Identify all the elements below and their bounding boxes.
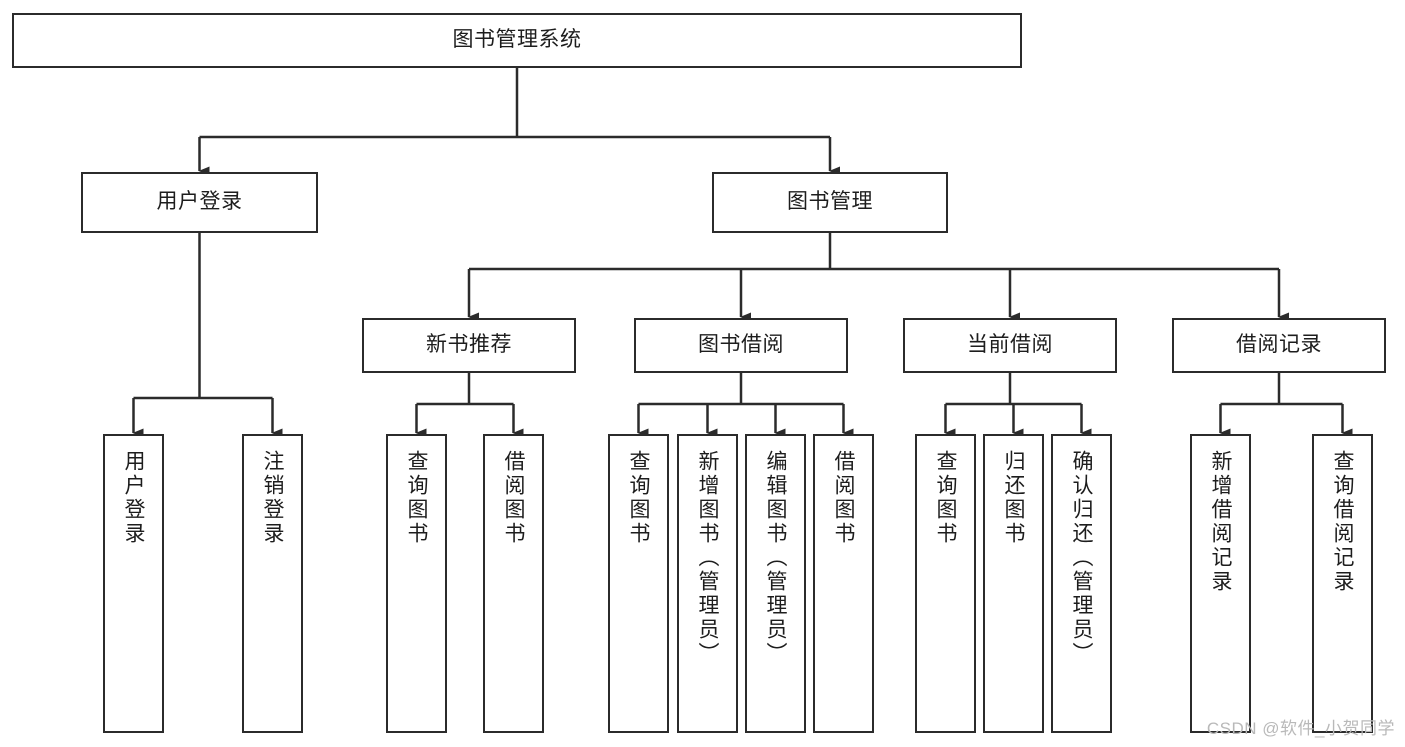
node-login-1[interactable]: 用户登录 (103, 434, 164, 733)
node-label: 图书管理 (787, 190, 873, 214)
node-label: 用户登录 (156, 190, 243, 214)
node-label: 借阅图书 (832, 450, 855, 546)
node-label: 查询图书 (627, 450, 650, 546)
node-label: 编辑图书（管理员） (764, 450, 787, 666)
node-borrow-1[interactable]: 查询图书 (608, 434, 669, 733)
node-label: 新增图书（管理员） (696, 450, 719, 666)
node-label: 新增借阅记录 (1209, 450, 1232, 594)
node-current-1[interactable]: 查询图书 (915, 434, 976, 733)
node-label: 当前借阅 (967, 333, 1053, 357)
node-current-2[interactable]: 归还图书 (983, 434, 1044, 733)
node-label: 借阅图书 (502, 450, 525, 546)
node-label: 借阅记录 (1236, 333, 1322, 357)
node-records-1[interactable]: 新增借阅记录 (1190, 434, 1251, 733)
node-label: 查询图书 (934, 450, 957, 546)
connector-paths (132, 68, 1353, 438)
node-login[interactable]: 用户登录 (81, 172, 318, 233)
node-login-2[interactable]: 注销登录 (242, 434, 303, 733)
node-newbook[interactable]: 新书推荐 (362, 318, 576, 373)
node-label: 确认归还（管理员） (1070, 450, 1093, 666)
node-label: 归还图书 (1002, 450, 1025, 546)
node-label: 查询图书 (405, 450, 428, 546)
node-records[interactable]: 借阅记录 (1172, 318, 1386, 373)
watermark: CSDN @软件_小贺同学 (1206, 719, 1395, 738)
node-root[interactable]: 图书管理系统 (12, 13, 1022, 68)
node-label: 查询借阅记录 (1331, 450, 1354, 594)
node-borrow-3[interactable]: 编辑图书（管理员） (745, 434, 806, 733)
node-label: 用户登录 (122, 450, 145, 546)
node-label: 图书管理系统 (452, 28, 582, 52)
node-label: 图书借阅 (698, 333, 784, 357)
node-label: 注销登录 (261, 450, 284, 546)
node-borrow-2[interactable]: 新增图书（管理员） (677, 434, 738, 733)
node-records-2[interactable]: 查询借阅记录 (1312, 434, 1373, 733)
node-borrow[interactable]: 图书借阅 (634, 318, 848, 373)
node-newbook-1[interactable]: 查询图书 (386, 434, 447, 733)
node-newbook-2[interactable]: 借阅图书 (483, 434, 544, 733)
node-label: 新书推荐 (426, 333, 512, 357)
node-current-3[interactable]: 确认归还（管理员） (1051, 434, 1112, 733)
node-bookmgmt[interactable]: 图书管理 (712, 172, 948, 233)
node-current[interactable]: 当前借阅 (903, 318, 1117, 373)
node-borrow-4[interactable]: 借阅图书 (813, 434, 874, 733)
